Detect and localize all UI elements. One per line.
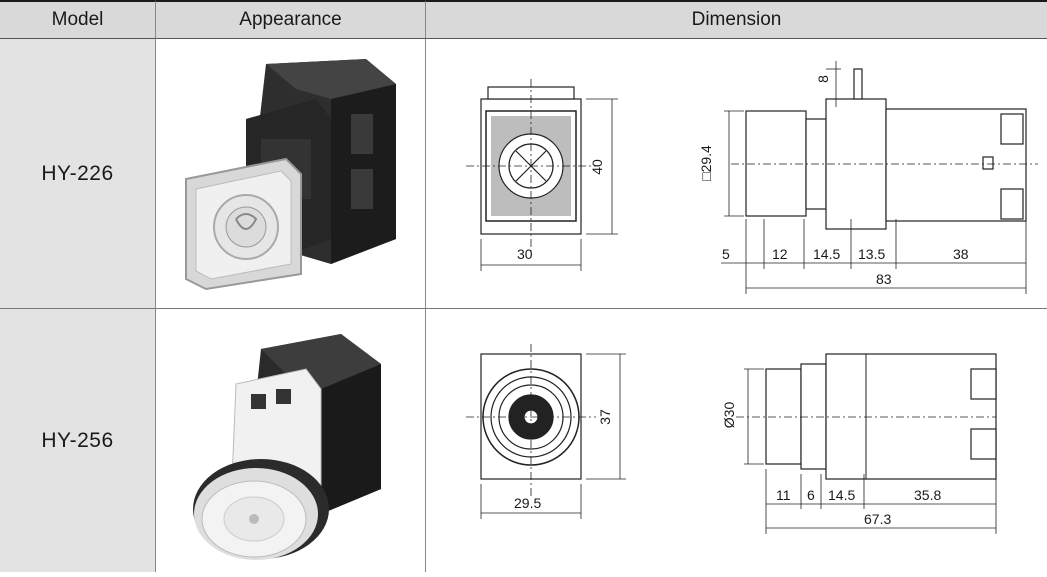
header-appearance: Appearance (155, 0, 425, 39)
dim-seg-5: 38 (953, 246, 969, 262)
dim-front-height: 40 (588, 159, 605, 175)
dim-seg-4: 35.8 (914, 487, 942, 503)
appearance-photo-hy256 (155, 309, 425, 572)
dim-total: 67.3 (864, 511, 892, 527)
appearance-photo-hy226 (155, 39, 425, 309)
dim-side-diameter: Ø30 (721, 401, 738, 429)
dim-front-width: 29.5 (514, 495, 542, 511)
product-photo-hy256 (193, 334, 381, 560)
dim-seg-4: 13.5 (858, 246, 886, 262)
dim-front-width: 30 (517, 246, 533, 262)
model-name-hy226: HY-226 (0, 39, 155, 309)
header-model: Model (0, 0, 155, 39)
dim-seg-1: 5 (722, 246, 730, 262)
dim-total: 83 (876, 271, 892, 287)
dim-seg-2: 6 (807, 487, 815, 503)
dim-seg-1: 11 (776, 487, 791, 503)
dimension-svg-hy226 (466, 61, 1038, 294)
dim-seg-3: 14.5 (813, 246, 841, 262)
dimension-drawing-hy256: 29.5 37 Ø30 11 6 14.5 35.8 67.3 (425, 309, 1047, 572)
model-name-hy256: HY-256 (0, 309, 155, 572)
header-dimension: Dimension (425, 0, 1047, 39)
dim-side-square: □29.4 (697, 145, 714, 181)
dimension-drawing-hy226: 30 40 8 □29.4 5 12 14.5 13.5 38 83 (425, 39, 1047, 309)
dim-seg-2: 12 (772, 246, 788, 262)
dim-seg-3: 14.5 (828, 487, 856, 503)
product-photo-hy226 (185, 59, 396, 291)
dim-front-height: 37 (596, 409, 613, 425)
dim-side-top: 8 (814, 75, 831, 83)
dimension-svg-hy256 (466, 344, 997, 534)
